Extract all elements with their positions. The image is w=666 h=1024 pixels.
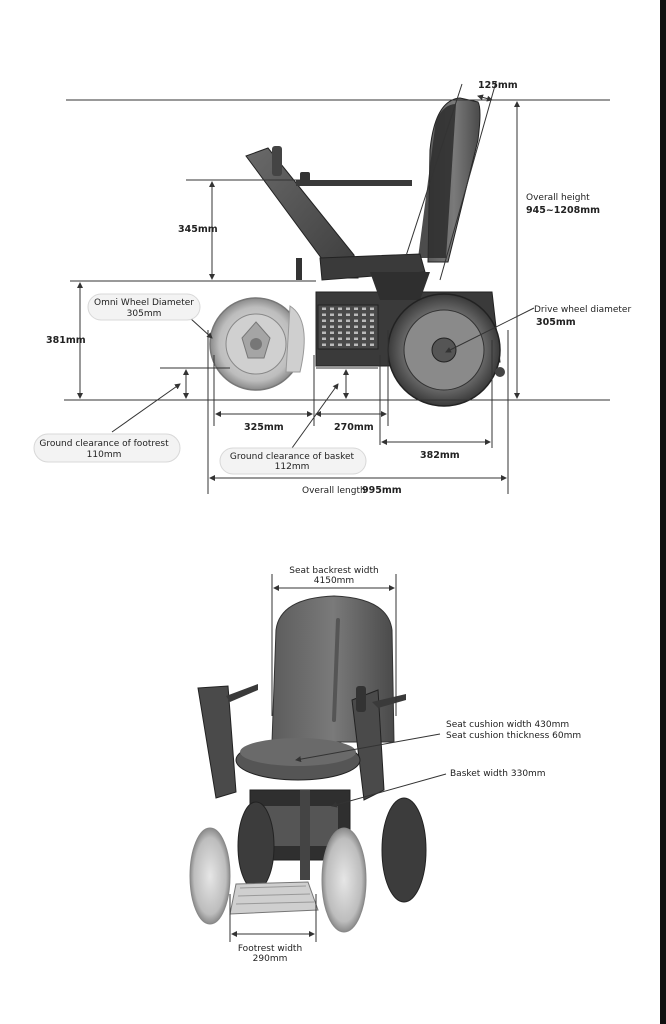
middle-length-label: 270mm [334,422,374,433]
basket-clearance-callout [219,447,367,475]
front-length-label: 325mm [244,422,284,433]
seat-cushion-width-label: Seat cushion width 430mm [446,720,569,730]
seat-height-label: 381mm [46,335,86,346]
side-view-wheelchair [209,97,505,407]
side-view-reference-lines [64,81,610,494]
side-view-labels: 125mm Overall height 945~1208mm 345mm 38… [33,80,631,496]
footrest-width-value: 290mm [253,954,288,964]
front-view-dimension-lines [229,574,447,942]
page-edge-bar [660,0,666,1024]
overall-height-title: Overall height [526,193,590,203]
footrest-clearance-callout [33,433,181,463]
front-view-wheelchair [189,595,427,933]
omni-wheel-value: 305mm [127,309,162,319]
rear-length-label: 382mm [420,450,460,461]
top-offset-label: 125mm [478,80,518,91]
footrest-width-title: Footrest width [238,944,302,954]
seat-cushion-thickness-label: Seat cushion thickness 60mm [446,731,581,741]
armrest-height-label: 345mm [178,224,218,235]
side-view-dimension-arrows [77,94,535,481]
basket-clearance-value: 112mm [275,462,310,472]
footrest-clearance-value: 110mm [87,450,122,460]
overall-height-value: 945~1208mm [526,205,600,216]
overall-length-value: 995mm [362,485,402,496]
omni-wheel-title: Omni Wheel Diameter [94,298,194,308]
drive-wheel-value: 305mm [536,317,576,328]
drive-wheel-title: Drive wheel diameter [534,305,631,315]
backrest-width-value: 4150mm [314,576,354,586]
overall-length-title: Overall length [302,486,366,496]
basket-width-label: Basket width 330mm [450,769,546,779]
omni-wheel-callout [87,293,201,321]
backrest-width-title: Seat backrest width [289,566,378,576]
footrest-clearance-title: Ground clearance of footrest [39,439,169,449]
front-view-labels: Seat backrest width 4150mm Seat cushion … [238,566,581,964]
basket-clearance-title: Ground clearance of basket [230,452,355,462]
